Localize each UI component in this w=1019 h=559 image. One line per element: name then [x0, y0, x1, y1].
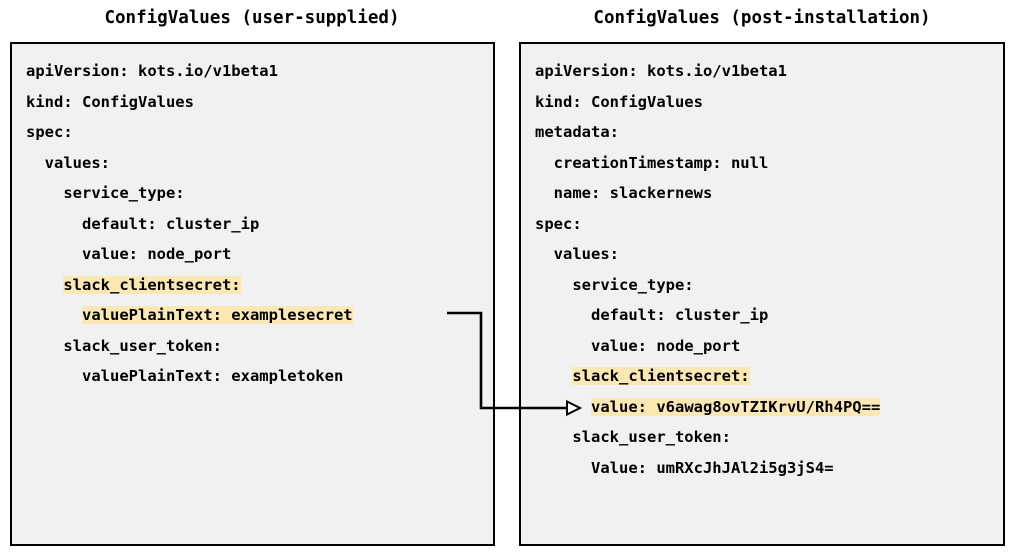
code-segment: kind: ConfigValues	[26, 92, 194, 111]
panel-title-post-installation: ConfigValues (post-installation)	[593, 8, 931, 28]
code-line: kind: ConfigValues	[521, 87, 1003, 118]
code-segment	[26, 306, 82, 324]
code-line: valuePlainText: examplesecret	[12, 300, 493, 331]
code-line: values:	[12, 148, 493, 179]
code-line: slack_user_token:	[12, 331, 493, 362]
code-segment: service_type:	[535, 275, 694, 294]
code-line: name: slackernews	[521, 178, 1003, 209]
code-segment: default: cluster_ip	[535, 306, 769, 324]
code-segment: values:	[535, 245, 619, 263]
code-line: default: cluster_ip	[12, 209, 493, 240]
code-segment: metadata:	[535, 123, 619, 141]
code-segment: default: cluster_ip	[26, 214, 260, 233]
code-line: apiVersion: kots.io/v1beta1	[521, 56, 1003, 87]
code-segment: spec:	[535, 214, 582, 233]
code-segment: spec:	[26, 123, 73, 141]
code-line: value: node_port	[521, 331, 1003, 362]
code-segment: slack_user_token:	[26, 336, 222, 355]
code-block-user-supplied: apiVersion: kots.io/v1beta1 kind: ConfigV…	[10, 42, 495, 546]
code-line: service_type:	[521, 270, 1003, 301]
code-line: spec:	[12, 117, 493, 148]
code-segment: name: slackernews	[535, 184, 713, 202]
code-segment: creationTimestamp: null	[535, 153, 769, 172]
highlighted-code-segment: slack_clientsecret:	[572, 367, 750, 385]
code-segment	[535, 398, 591, 416]
code-segment: apiVersion: kots.io/v1beta1	[535, 62, 787, 80]
panel-title-user-supplied: ConfigValues (user-supplied)	[104, 8, 400, 28]
highlighted-code-segment: value: v6awag8ovTZIKrvU/Rh4PQ==	[591, 397, 881, 416]
code-segment	[26, 276, 63, 294]
code-line: apiVersion: kots.io/v1beta1	[12, 56, 493, 87]
code-segment: service_type:	[26, 184, 185, 202]
code-segment: kind: ConfigValues	[535, 92, 703, 111]
code-segment: values:	[26, 153, 110, 172]
code-segment: apiVersion: kots.io/v1beta1	[26, 62, 278, 80]
code-line: Value: umRXcJhJAl2i5g3jS4=	[521, 453, 1003, 484]
code-line: slack_user_token:	[521, 422, 1003, 453]
code-line: values:	[521, 239, 1003, 270]
highlighted-code-segment: valuePlainText: examplesecret	[82, 306, 353, 324]
code-segment: value: node_port	[26, 245, 232, 263]
code-line: default: cluster_ip	[521, 300, 1003, 331]
code-segment: Value: umRXcJhJAl2i5g3jS4=	[535, 458, 834, 477]
code-line: slack_clientsecret:	[521, 361, 1003, 392]
code-line: valuePlainText: exampletoken	[12, 361, 493, 392]
code-line: spec:	[521, 209, 1003, 240]
code-segment: slack_user_token:	[535, 428, 731, 446]
highlighted-code-segment: slack_clientsecret:	[63, 275, 241, 294]
code-segment	[535, 367, 572, 385]
code-line: slack_clientsecret:	[12, 270, 493, 301]
code-line: service_type:	[12, 178, 493, 209]
code-line: value: v6awag8ovTZIKrvU/Rh4PQ==	[521, 392, 1003, 423]
code-segment: value: node_port	[535, 336, 741, 355]
code-line: creationTimestamp: null	[521, 148, 1003, 179]
code-segment: valuePlainText: exampletoken	[26, 367, 344, 385]
code-block-post-installation: apiVersion: kots.io/v1beta1 kind: ConfigV…	[519, 42, 1005, 546]
code-line: metadata:	[521, 117, 1003, 148]
code-line: value: node_port	[12, 239, 493, 270]
code-line: kind: ConfigValues	[12, 87, 493, 118]
